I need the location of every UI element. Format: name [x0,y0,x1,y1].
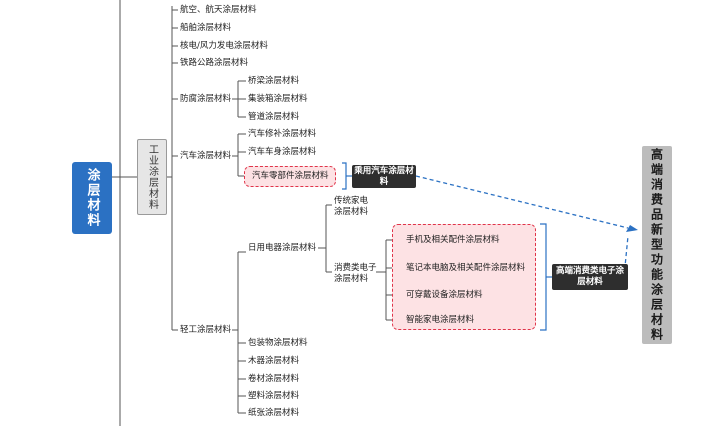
category-anticorrosion: 防腐涂层材料 [180,94,232,104]
consumer-electronics-item: 手机及相关配件涂层材料 [406,235,500,245]
auto-item-parts: 汽车零部件涂层材料 [252,171,329,181]
traditional-appliance-coating: 传统家电涂层材料 [334,196,369,217]
anticorrosion-item: 集装箱涂层材料 [248,94,308,104]
category-light-industry: 轻工涂层材料 [180,325,232,335]
light-industry-item: 木器涂层材料 [248,356,300,366]
category-ship: 船舶涂层材料 [180,23,232,33]
high-end-consumer-goods-node: 高端消费品新型功能涂层材料 [642,146,672,344]
category-rail-road: 铁路公路涂层材料 [180,58,249,68]
light-industry-item: 纸张涂层材料 [248,408,300,418]
light-industry-item: 卷材涂层材料 [248,374,300,384]
consumer-electronics-item: 智能家电涂层材料 [406,315,475,325]
consumer-electronics-coating: 消费类电子涂层材料 [334,263,377,284]
light-industry-item: 塑料涂层材料 [248,391,300,401]
anticorrosion-item: 桥梁涂层材料 [248,76,300,86]
auto-parts-highlight [244,166,336,187]
auto-item: 汽车修补涂层材料 [248,129,317,139]
high-end-consumer-electronics-box: 高端消费类电子涂层材料 [552,264,628,290]
industrial-coating-node: 工业涂层材料 [137,139,167,215]
root-coating-materials: 涂层材料 [72,162,112,234]
consumer-electronics-item: 可穿戴设备涂层材料 [406,290,483,300]
appliance-coating: 日用电器涂层材料 [248,243,317,253]
category-nuclear-wind: 核电/风力发电涂层材料 [180,41,268,51]
category-auto: 汽车涂层材料 [180,151,232,161]
category-aviation: 航空、航天涂层材料 [180,5,257,15]
passenger-car-coating-box: 乘用汽车涂层材料 [352,165,416,188]
consumer-electronics-highlight [392,224,536,330]
anticorrosion-item: 管道涂层材料 [248,112,300,122]
auto-item: 汽车车身涂层材料 [248,147,317,157]
consumer-electronics-item: 笔记本电脑及相关配件涂层材料 [406,263,526,273]
light-industry-item: 包装物涂层材料 [248,338,308,348]
